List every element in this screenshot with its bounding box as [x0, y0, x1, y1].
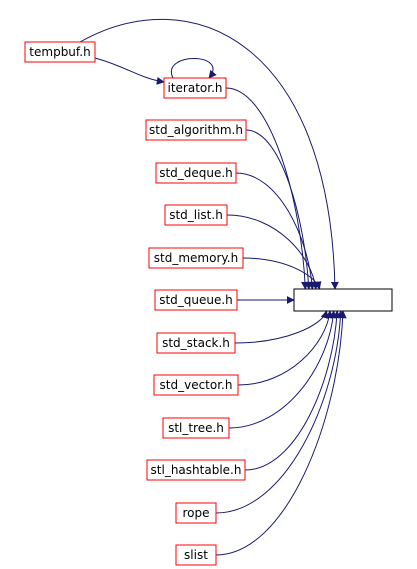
nodes-layer: tempbuf.h iterator.h std_algorithm.h std_de…: [24, 41, 393, 566]
node-label: std_deque.h: [159, 166, 233, 180]
node-iterator[interactable]: iterator.h: [163, 77, 227, 99]
node-box: [153, 374, 239, 396]
edge-std_stack-to-stl_construct: [234, 310, 329, 344]
edge-std_deque-to-stl_construct: [235, 172, 316, 290]
node-label: std_queue.h: [159, 293, 233, 307]
node-box: [146, 459, 246, 481]
edges-layer: [79, 19, 347, 556]
node-slist[interactable]: slist: [175, 544, 217, 566]
node-stl-construct[interactable]: stl_construct.h: [293, 288, 393, 312]
node-label: rope: [182, 506, 209, 520]
node-box: [148, 247, 244, 269]
edge-stl_hashtable-to-stl_construct: [244, 310, 341, 471]
node-label: iterator.h: [167, 81, 222, 95]
node-label: stl_hashtable.h: [151, 463, 242, 477]
edge-iterator-to-iterator: [170, 58, 217, 79]
node-std-memory[interactable]: std_memory.h: [148, 247, 244, 269]
node-std-stack[interactable]: std_stack.h: [156, 332, 236, 354]
node-label: slist: [184, 548, 208, 562]
node-std-queue[interactable]: std_queue.h: [154, 289, 238, 311]
node-label: tempbuf.h: [29, 45, 90, 59]
node-box: [164, 204, 228, 226]
node-box: [293, 288, 393, 312]
edge-std_list-to-stl_construct: [226, 214, 320, 290]
node-box: [175, 502, 217, 524]
node-box: [163, 77, 227, 99]
edge-rope-to-stl_construct: [215, 310, 345, 514]
edge-std_vector-to-stl_construct: [237, 310, 334, 386]
edge-std_memory-to-stl_construct: [242, 257, 322, 290]
node-box: [154, 289, 238, 311]
edge-tempbuf-to-iterator: [94, 57, 165, 85]
node-box: [24, 41, 96, 63]
node-stl-hashtable[interactable]: stl_hashtable.h: [146, 459, 246, 481]
node-label: stl_tree.h: [168, 421, 224, 435]
node-std-deque[interactable]: std_deque.h: [155, 162, 237, 184]
node-box: [155, 162, 237, 184]
node-box: [156, 332, 236, 354]
node-label: std_algorithm.h: [149, 123, 243, 137]
node-std-vector[interactable]: std_vector.h: [153, 374, 239, 396]
node-label: std_stack.h: [162, 336, 230, 350]
edge-iterator-to-stl_construct: [225, 87, 310, 290]
node-std-algorithm[interactable]: std_algorithm.h: [145, 119, 247, 141]
node-box: [175, 544, 217, 566]
edge-std_algorithm-to-stl_construct: [245, 129, 313, 290]
node-label: stl_construct.h: [299, 293, 387, 307]
node-label: std_memory.h: [154, 251, 238, 265]
edge-tempbuf-to-stl_construct: [79, 19, 339, 290]
node-box: [162, 417, 230, 439]
node-tempbuf[interactable]: tempbuf.h: [24, 41, 96, 63]
node-label: std_list.h: [169, 208, 223, 222]
node-rope[interactable]: rope: [175, 502, 217, 524]
node-stl-tree[interactable]: stl_tree.h: [162, 417, 230, 439]
edge-slist-to-stl_construct: [215, 310, 347, 556]
node-label: std_vector.h: [160, 378, 233, 392]
node-box: [145, 119, 247, 141]
edge-stl_tree-to-stl_construct: [228, 310, 338, 429]
node-std-list[interactable]: std_list.h: [164, 204, 228, 226]
